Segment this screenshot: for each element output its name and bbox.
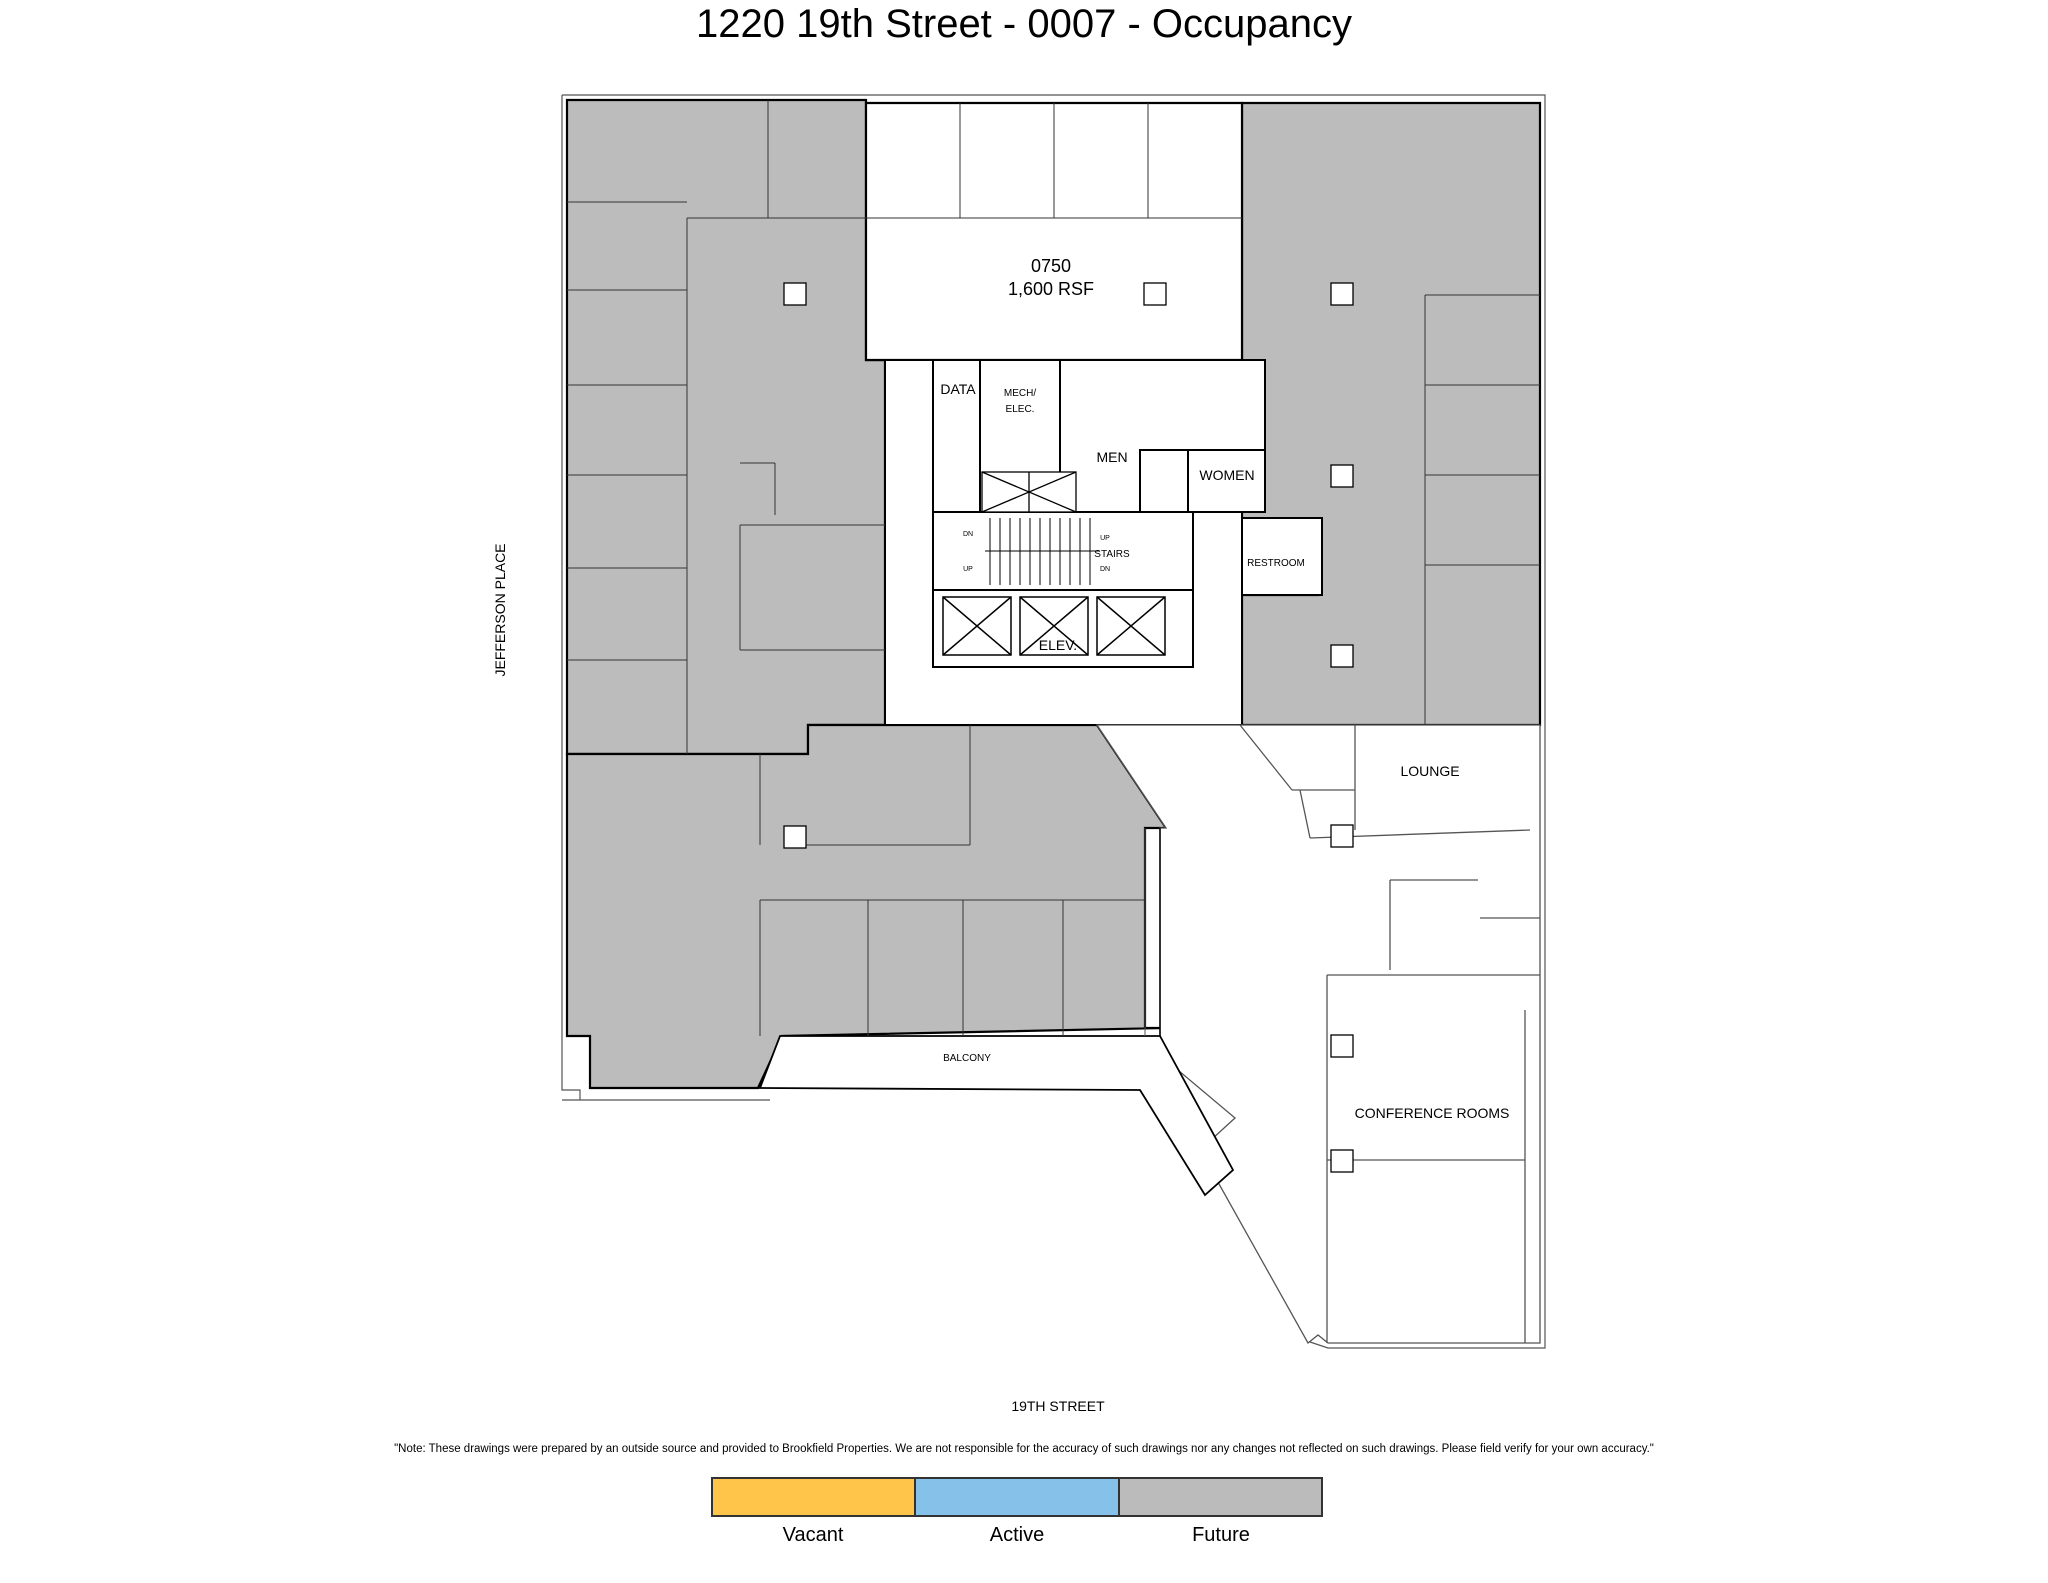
stair-treads — [985, 518, 1100, 585]
balcony-label: BALCONY — [943, 1053, 991, 1064]
legend-label-future: Future — [1192, 1524, 1250, 1546]
legend-swatch-active — [916, 1479, 1120, 1515]
northwest-partitions — [567, 100, 885, 754]
stair-up-label-1: UP — [963, 566, 973, 573]
jefferson-place-label: JEFFERSON PLACE — [492, 543, 508, 676]
stair-dn-label-2: DN — [1100, 566, 1110, 573]
legend-swatch-future — [1119, 1479, 1321, 1515]
suite-number: 0750 — [1031, 256, 1071, 276]
stair-up-label-2: UP — [1100, 535, 1110, 542]
balcony — [758, 1035, 1235, 1197]
page-title: 1220 19th Street - 0007 - Occupancy — [696, 2, 1352, 46]
zone-northeast — [1240, 101, 1542, 727]
women-room-label: WOMEN — [1199, 467, 1254, 483]
zone-southwest — [565, 723, 1169, 1090]
19th-street-label: 19TH STREET — [1011, 1398, 1105, 1414]
southeast-area — [1095, 724, 1541, 1344]
northeast-partitions — [1424, 294, 1540, 725]
southwest-partitions — [759, 725, 1145, 1036]
conference-rooms-label: CONFERENCE ROOMS — [1355, 1105, 1510, 1121]
elevator-label: ELEV. — [1039, 637, 1077, 653]
suite-partitions — [866, 103, 1242, 219]
elevator-cars — [942, 596, 1166, 656]
mech-room-label-2: ELEC. — [1006, 404, 1035, 415]
disclaimer-note: "Note: These drawings were prepared by a… — [394, 1443, 1654, 1455]
zone-northwest — [565, 98, 887, 756]
lounge-label: LOUNGE — [1400, 763, 1459, 779]
data-room-label: DATA — [940, 381, 976, 397]
columns — [783, 282, 1354, 1173]
legend-label-active: Active — [989, 1524, 1045, 1546]
stairs-label: STAIRS — [1094, 549, 1130, 560]
men-room-label: MEN — [1096, 449, 1127, 465]
mech-room-label-1: MECH/ — [1004, 388, 1036, 399]
legend — [711, 1477, 1323, 1517]
legend-label-vacant: Vacant — [782, 1524, 844, 1546]
suite-area: 1,600 RSF — [1008, 279, 1094, 299]
stair-dn-label-1: DN — [963, 531, 973, 538]
shaft-boxes — [981, 471, 1077, 513]
legend-swatch-vacant — [713, 1479, 917, 1515]
restroom-label: RESTROOM — [1247, 558, 1305, 569]
building-outline — [561, 94, 1546, 1349]
